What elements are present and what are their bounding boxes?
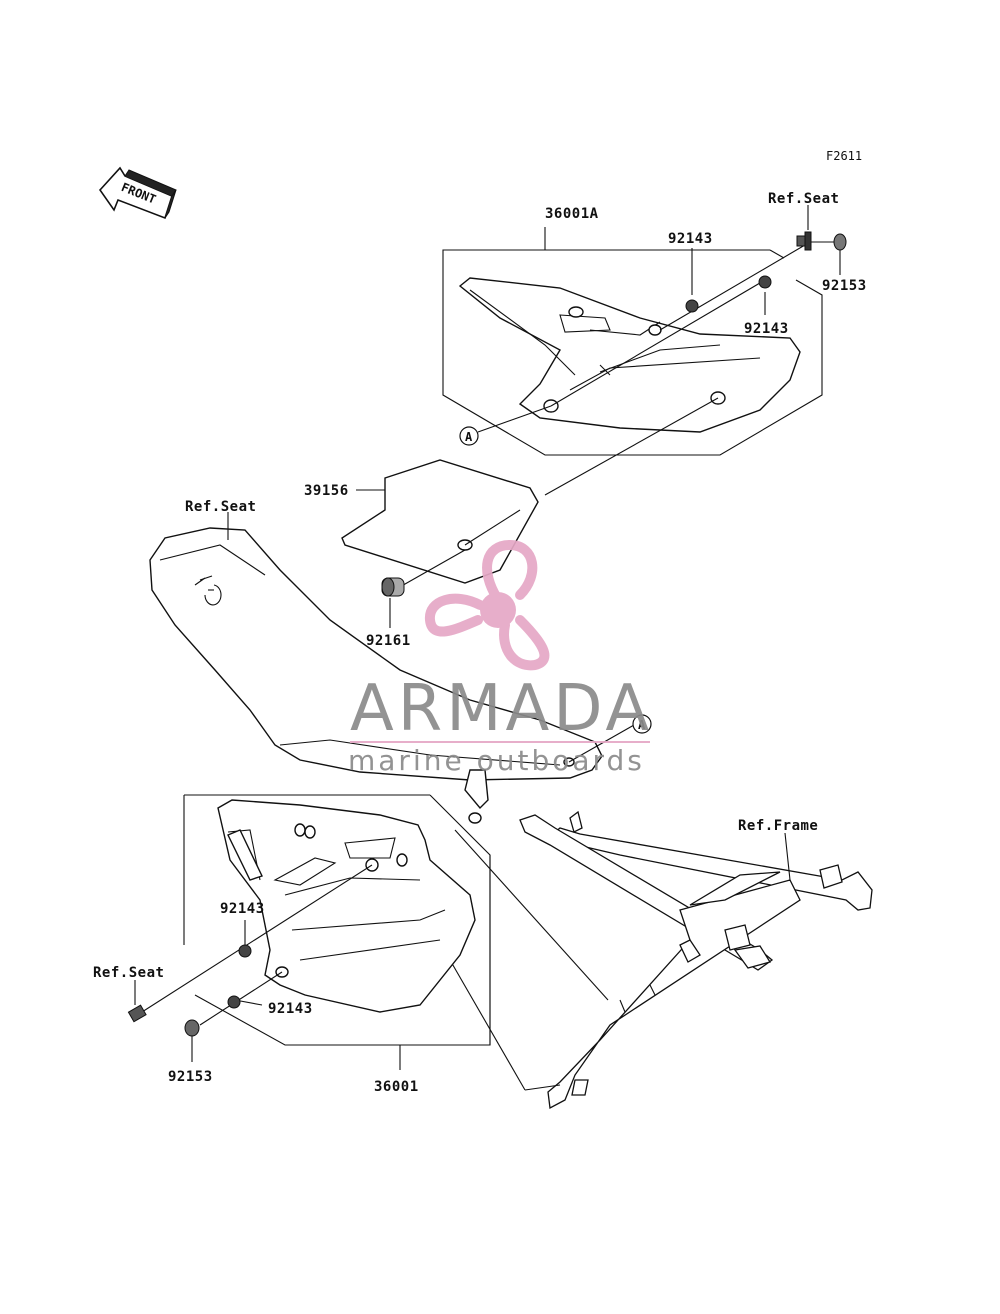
side-cover-36001 bbox=[217, 799, 476, 1013]
front-arrow-icon: FRONT bbox=[98, 166, 177, 220]
watermark-title: ARMADA bbox=[350, 672, 653, 746]
assembly-line-1 bbox=[659, 244, 806, 331]
washer-92143-a-icon bbox=[685, 299, 699, 313]
label-36001: 36001 bbox=[374, 1079, 419, 1095]
bolt-bottom-icon bbox=[184, 1019, 200, 1062]
svg-text:A: A bbox=[638, 718, 646, 732]
label-ref-seat-bottom: Ref.Seat bbox=[93, 965, 164, 981]
side-cover-left-group: 92143 Ref.Seat 92143 92153 36001 bbox=[93, 794, 609, 1095]
label-39156: 39156 bbox=[304, 483, 349, 499]
label-ref-seat-top: Ref.Seat bbox=[768, 191, 839, 207]
label-92143-top-left: 92143 bbox=[668, 231, 713, 247]
propeller-icon bbox=[425, 539, 550, 671]
label-92153-bottom: 92153 bbox=[168, 1069, 213, 1085]
svg-text:A: A bbox=[465, 430, 473, 444]
side-cover-36001a bbox=[458, 277, 801, 433]
callout-a-bottom bbox=[632, 714, 652, 734]
watermark-logo: ARMADA marine outboards bbox=[348, 539, 653, 777]
bolt-top-icon bbox=[796, 231, 812, 251]
propeller-hub bbox=[480, 592, 516, 628]
figure-code: F2611 bbox=[826, 149, 862, 163]
label-92143-top-right: 92143 bbox=[744, 321, 789, 337]
frame-group: Ref.Frame bbox=[519, 810, 873, 1110]
callout-a-top bbox=[459, 426, 479, 446]
seat-ref bbox=[149, 527, 603, 781]
label-92153-top: 92153 bbox=[822, 278, 867, 294]
seat-group: A Ref.Seat bbox=[149, 499, 652, 810]
label-ref-seat-mid: Ref.Seat bbox=[185, 499, 256, 515]
label-ref-frame: Ref.Frame bbox=[738, 818, 818, 834]
label-92143-bottom-lower: 92143 bbox=[268, 1001, 313, 1017]
label-92161: 92161 bbox=[366, 633, 411, 649]
label-36001a: 36001A bbox=[545, 206, 599, 222]
damper-92161-icon bbox=[381, 577, 405, 597]
washer-92143-c-icon bbox=[238, 944, 252, 958]
bolt-bottom-left-icon bbox=[127, 1004, 147, 1023]
label-92143-bottom-upper: 92143 bbox=[220, 901, 265, 917]
watermark-subtitle: marine outboards bbox=[348, 744, 645, 777]
washer-92143-d-icon bbox=[227, 995, 241, 1009]
bolt-top-right-icon bbox=[833, 233, 847, 275]
side-cover-right-group: A 36001A 92143 92143 92153 Ref.Seat bbox=[442, 191, 867, 456]
bracket-line-36001a bbox=[442, 227, 823, 456]
washer-92143-b-icon bbox=[758, 275, 772, 289]
frame-rail-top bbox=[546, 827, 873, 911]
